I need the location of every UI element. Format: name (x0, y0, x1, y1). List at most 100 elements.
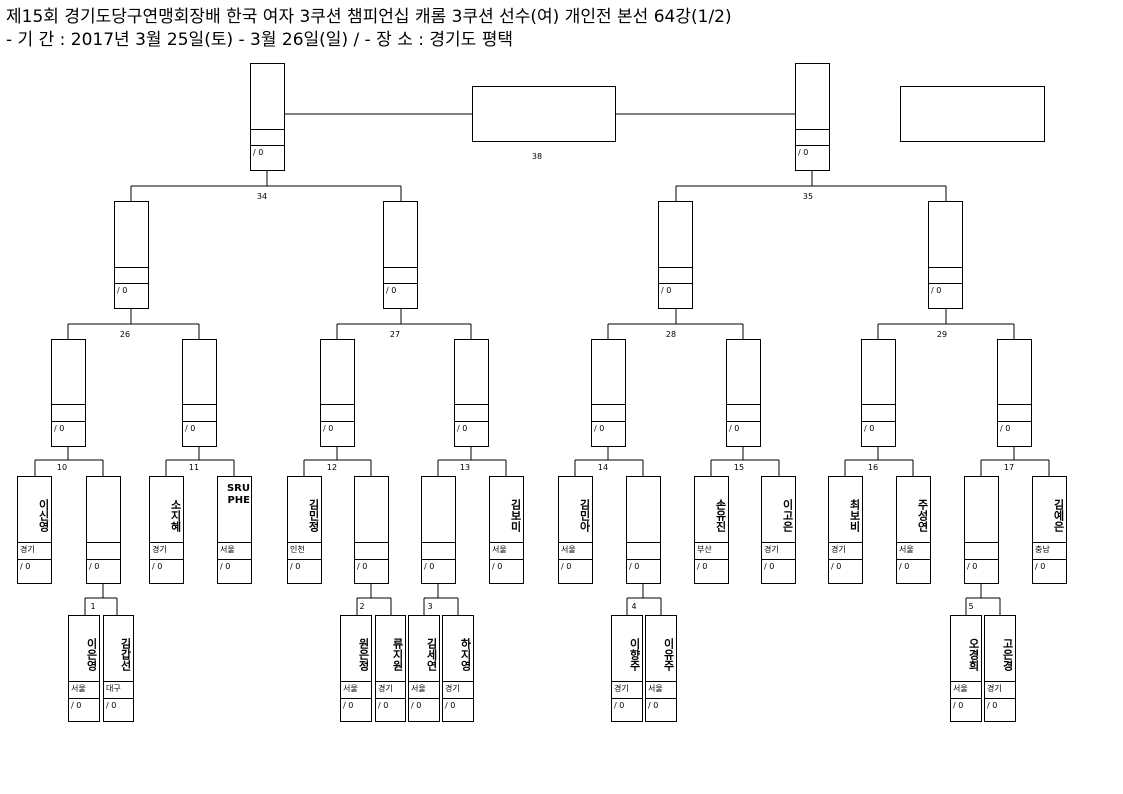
match-number-35: 35 (802, 192, 814, 201)
player-region: 경기 (985, 681, 1015, 698)
bracket-slot-r16-6[interactable]: / 0 (726, 339, 761, 447)
score: / 0 (409, 698, 439, 713)
score: / 0 (862, 421, 895, 436)
player-card[interactable]: 소지혜 경기 / 0 (149, 476, 184, 584)
player-card[interactable]: 원은정 서울 / 0 (340, 615, 372, 722)
score: / 0 (355, 559, 388, 574)
match-number-38: 38 (531, 152, 543, 161)
player-name: 이유주 (662, 638, 675, 671)
score: / 0 (965, 559, 998, 574)
score: / 0 (69, 698, 99, 713)
player-name: 이은영 (85, 638, 98, 671)
event-info: - 기 간 : 2017년 3월 25일(토) - 3월 26일(일) / - … (6, 30, 513, 50)
player-card[interactable]: 김보미 서울 / 0 (489, 476, 524, 584)
final-box (472, 86, 616, 142)
score: / 0 (341, 698, 371, 713)
score: / 0 (762, 559, 795, 574)
bracket-slot-r16-7[interactable]: / 0 (861, 339, 896, 447)
player-name (965, 477, 998, 548)
bracket-slot-r16-1[interactable]: / 0 (51, 339, 86, 447)
player-card[interactable]: 주성연 서울 / 0 (896, 476, 931, 584)
score: / 0 (443, 698, 473, 713)
match-number-12: 12 (326, 463, 338, 472)
score: / 0 (897, 559, 930, 574)
player-region: 서울 (559, 542, 592, 559)
player-region: 서울 (341, 681, 371, 698)
player-card[interactable]: 김예은 충남 / 0 (1032, 476, 1067, 584)
match-number-29: 29 (936, 330, 948, 339)
player-card[interactable]: / 0 (421, 476, 456, 584)
score: / 0 (183, 421, 216, 436)
score: / 0 (288, 559, 321, 574)
player-card[interactable]: / 0 (964, 476, 999, 584)
page-title: 제15회 경기도당구연맹회장배 한국 여자 3쿠션 챔피언십 캐롬 3쿠션 선수… (6, 7, 732, 27)
bracket-slot-qf-1[interactable]: / 0 (114, 201, 149, 309)
player-card[interactable]: 이향주 경기 / 0 (611, 615, 643, 722)
player-name: 이고은 (781, 499, 794, 532)
player-card[interactable]: 손유진 부산 / 0 (694, 476, 729, 584)
player-card[interactable]: 이고은 경기 / 0 (761, 476, 796, 584)
bracket-slot-r16-4[interactable]: / 0 (454, 339, 489, 447)
score: / 0 (727, 421, 760, 436)
player-region (627, 542, 660, 559)
player-card[interactable]: 김민아 서울 / 0 (558, 476, 593, 584)
player-card[interactable]: / 0 (86, 476, 121, 584)
player-name: 손유진 (714, 499, 727, 532)
player-name: 하지영 (459, 638, 472, 671)
player-name: 최보비 (848, 499, 861, 532)
score: / 0 (659, 283, 692, 298)
score: / 0 (52, 421, 85, 436)
bracket-slot-r16-5[interactable]: / 0 (591, 339, 626, 447)
player-card[interactable]: 이유주 서울 / 0 (645, 615, 677, 722)
player-region: 경기 (829, 542, 862, 559)
bracket-slot-semifinal-right[interactable]: / 0 (795, 63, 830, 171)
champion-box (900, 86, 1045, 142)
match-number-11: 11 (188, 463, 200, 472)
bracket-slot-r16-3[interactable]: / 0 (320, 339, 355, 447)
match-number-17: 17 (1003, 463, 1015, 472)
score: / 0 (929, 283, 962, 298)
score: / 0 (951, 698, 981, 713)
bracket-slot-r16-2[interactable]: / 0 (182, 339, 217, 447)
player-card[interactable]: 류지원 경기 / 0 (375, 615, 406, 722)
score: / 0 (384, 283, 417, 298)
player-region: 경기 (443, 681, 473, 698)
score: / 0 (18, 559, 51, 574)
bracket-slot-semifinal-left[interactable]: / 0 (250, 63, 285, 171)
bracket-slot-qf-2[interactable]: / 0 (383, 201, 418, 309)
match-number-27: 27 (389, 330, 401, 339)
bracket-slot-r16-8[interactable]: / 0 (997, 339, 1032, 447)
match-number-5: 5 (968, 602, 974, 611)
bracket-slot-qf-3[interactable]: / 0 (658, 201, 693, 309)
score: / 0 (422, 559, 455, 574)
bracket-slot-qf-4[interactable]: / 0 (928, 201, 963, 309)
player-card[interactable]: 최보비 경기 / 0 (828, 476, 863, 584)
player-card[interactable]: / 0 (354, 476, 389, 584)
player-region: 충남 (1033, 542, 1066, 559)
score: / 0 (321, 421, 354, 436)
player-card[interactable]: 김세연 서울 / 0 (408, 615, 440, 722)
player-name: 김민정 (307, 499, 320, 532)
player-card[interactable]: 하지영 경기 / 0 (442, 615, 474, 722)
score: / 0 (104, 698, 133, 713)
player-card[interactable]: 김민정 인천 / 0 (287, 476, 322, 584)
player-card[interactable]: / 0 (626, 476, 661, 584)
player-card[interactable]: 이신영 경기 / 0 (17, 476, 52, 584)
player-card[interactable]: 오경희 서울 / 0 (950, 615, 982, 722)
player-region: 경기 (18, 542, 51, 559)
player-card[interactable]: 김갑선 대구 / 0 (103, 615, 134, 722)
player-region: 서울 (409, 681, 439, 698)
player-region: 경기 (762, 542, 795, 559)
match-number-4: 4 (631, 602, 637, 611)
player-card[interactable]: 이은영 서울 / 0 (68, 615, 100, 722)
player-region: 서울 (490, 542, 523, 559)
score: / 0 (376, 698, 405, 713)
player-region: 부산 (695, 542, 728, 559)
player-region: 경기 (150, 542, 183, 559)
player-card[interactable]: 고은경 경기 / 0 (984, 615, 1016, 722)
player-name: 김갑선 (119, 638, 132, 671)
match-number-15: 15 (733, 463, 745, 472)
player-card[interactable]: SRU PHE 서울 / 0 (217, 476, 252, 584)
player-region (87, 542, 120, 559)
